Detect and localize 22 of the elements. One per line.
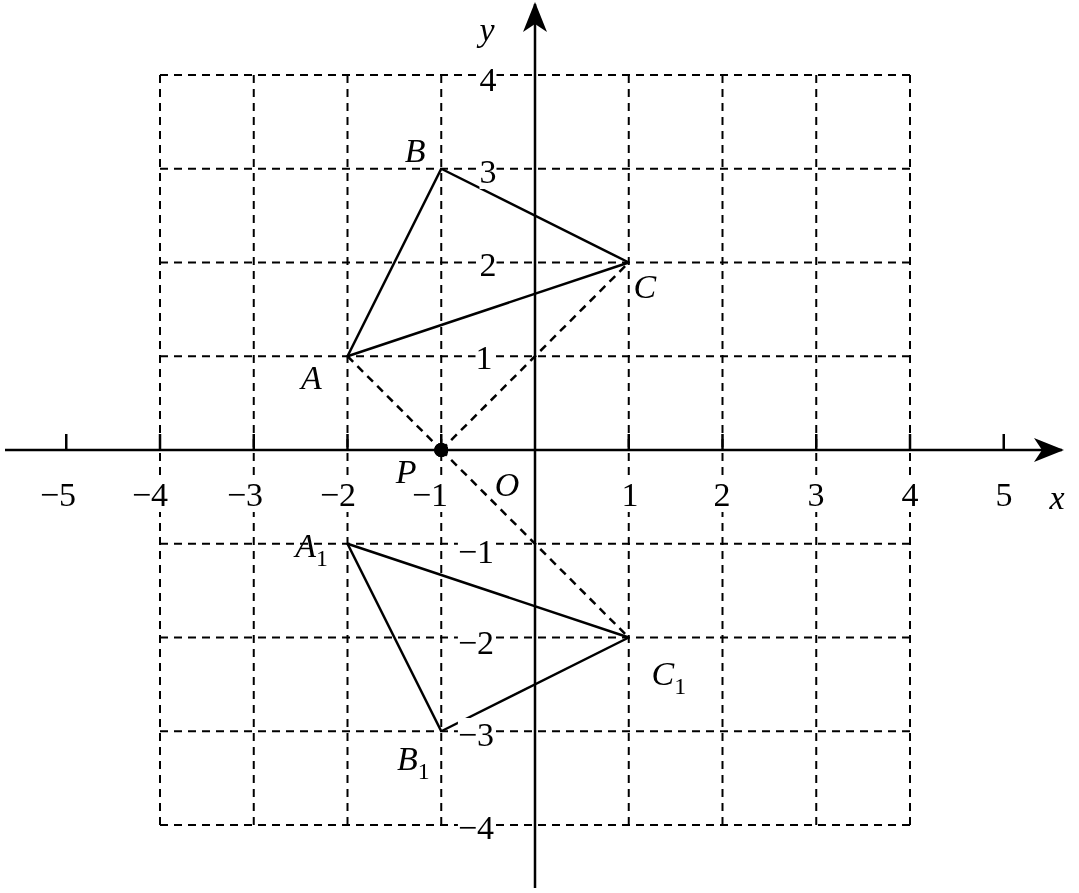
point-label: C <box>633 269 657 304</box>
tick-label: −3 <box>226 478 264 512</box>
tick-label: 3 <box>807 478 825 512</box>
tick-label: 2 <box>713 478 731 512</box>
point-label: B$_{1}$ <box>396 742 430 784</box>
triangle-side <box>440 167 630 264</box>
triangle-side <box>346 168 443 357</box>
triangle-side <box>347 261 630 358</box>
triangle-side <box>440 636 630 733</box>
tick-label: −2 <box>319 478 357 512</box>
tick-label: 4 <box>901 478 919 512</box>
triangle-side <box>346 543 443 732</box>
point-label: C$_{1}$ <box>651 656 687 699</box>
point-label: A <box>301 361 322 396</box>
tick-label: −4 <box>131 478 169 512</box>
tick-label: −1 <box>411 478 449 512</box>
point-label: B <box>404 133 426 168</box>
triangle-side <box>347 542 630 639</box>
origin-label: O <box>494 468 520 502</box>
axis-label: x <box>1049 481 1065 515</box>
tick-label: 1 <box>621 478 639 512</box>
point-label: A$_{1}$ <box>295 529 328 571</box>
